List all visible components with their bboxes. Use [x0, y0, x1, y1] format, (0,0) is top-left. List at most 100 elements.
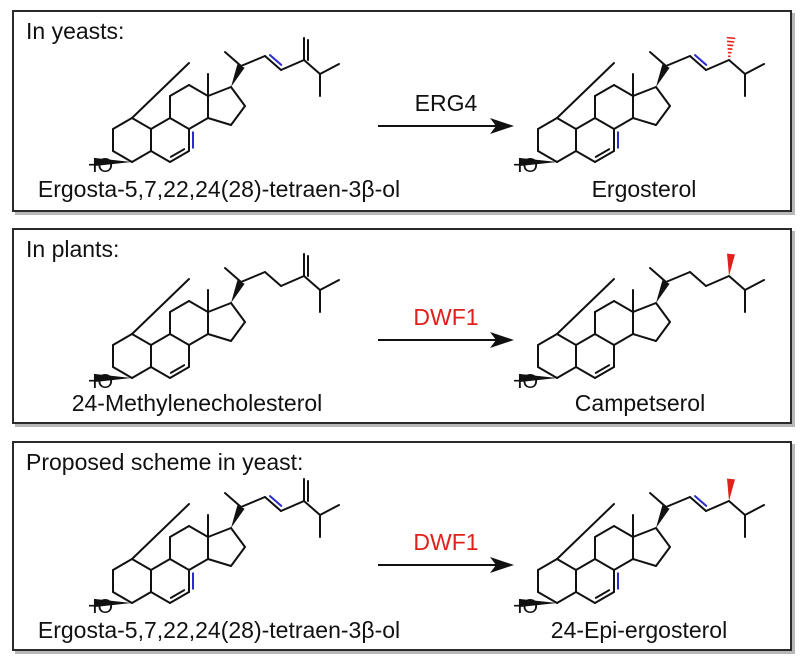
side-chain-wedge	[231, 64, 245, 87]
ring-bond	[188, 117, 209, 130]
ring-bond	[150, 591, 171, 604]
ring-bond	[632, 117, 657, 126]
ring-bond	[112, 333, 133, 346]
ring-bond	[230, 302, 246, 323]
panel-title: In plants:	[26, 236, 120, 262]
ring-bond	[556, 366, 577, 379]
side-chain-bond	[264, 55, 282, 71]
side-chain-wedge	[656, 64, 670, 87]
panel-in-plants: In plants: HO 24-Methylenecholesterol DW…	[12, 228, 792, 424]
ring-bond	[594, 300, 615, 313]
double-bond	[594, 364, 611, 374]
ring-bond	[632, 333, 657, 342]
double-bond	[169, 148, 186, 158]
ring-bond	[230, 321, 246, 342]
enzyme-label: DWF1	[413, 304, 479, 330]
ring-bond	[230, 105, 246, 126]
side-chain-bond	[264, 271, 282, 287]
ring-bond	[632, 527, 657, 538]
ring-bond	[188, 525, 209, 538]
enzyme-label: DWF1	[413, 529, 479, 555]
side-chain-bond	[705, 59, 730, 71]
panel-title: Proposed scheme in yeast:	[26, 449, 304, 475]
ring-bond	[150, 150, 171, 163]
hydroxyl-label: HO	[514, 155, 538, 177]
side-chain-bond	[744, 63, 765, 75]
side-chain-bond	[665, 496, 691, 508]
side-chain-bond	[705, 500, 730, 512]
ring-bond	[613, 300, 634, 313]
ring-bond	[655, 546, 671, 567]
ring-bond	[594, 366, 615, 379]
ring-bond	[632, 86, 657, 97]
ring-bond	[632, 558, 657, 567]
side-chain-bond	[728, 59, 746, 75]
side-chain-bond	[319, 504, 340, 516]
ring-bond	[230, 86, 246, 107]
ring-bond	[537, 591, 558, 604]
ring-bond	[632, 302, 657, 313]
ring-bond	[655, 527, 671, 548]
ring-bond	[537, 150, 558, 163]
ring-bond	[594, 117, 615, 130]
ring-bond	[150, 333, 171, 346]
substrate-name: Ergosta-5,7,22,24(28)-tetraen-3β-ol	[37, 617, 401, 643]
ring-bond	[150, 117, 171, 130]
double-bond	[269, 54, 283, 66]
ring-bond	[112, 558, 133, 571]
ring-bond	[169, 333, 190, 346]
ring-bond	[224, 51, 242, 67]
ring-bond	[207, 86, 232, 97]
side-chain-bond	[319, 63, 340, 75]
ring-bond	[613, 525, 634, 538]
ring-bond	[649, 267, 667, 283]
double-bond	[594, 589, 611, 599]
hydroxyl-label: HO	[89, 155, 113, 177]
ring-bond	[150, 558, 171, 571]
side-chain-bond	[280, 59, 305, 71]
panel-title: In yeasts:	[26, 18, 125, 44]
ring-bond	[230, 527, 246, 548]
ring-bond	[169, 366, 190, 379]
side-chain-bond	[705, 275, 730, 287]
side-chain-bond	[240, 55, 266, 67]
ring-bond	[556, 117, 577, 130]
ring-bond	[207, 117, 232, 126]
side-chain-bond	[303, 500, 321, 516]
ring-bond	[594, 333, 615, 346]
ring-bond	[230, 546, 246, 567]
ring-bond	[131, 558, 152, 571]
ring-bond	[649, 51, 667, 67]
ring-bond	[556, 591, 577, 604]
ring-bond	[188, 84, 209, 97]
side-chain-bond	[303, 275, 321, 291]
side-chain-bond	[728, 275, 746, 291]
product-name: Campetserol	[574, 390, 706, 416]
hydroxyl-wedge	[520, 158, 557, 166]
ring-bond	[575, 150, 596, 163]
side-chain-bond	[689, 55, 707, 71]
side-chain-wedge	[656, 280, 670, 303]
ring-bond	[575, 117, 596, 130]
ring-bond	[575, 366, 596, 379]
hydroxyl-wedge	[95, 158, 132, 166]
enzyme-label: ERG4	[414, 90, 478, 116]
ring-bond	[224, 492, 242, 508]
ring-bond	[169, 525, 190, 538]
double-bond	[269, 495, 283, 507]
ring-bond	[575, 333, 596, 346]
ring-bond	[131, 591, 152, 604]
ring-bond	[594, 558, 615, 571]
ring-bond	[594, 150, 615, 163]
ring-bond	[594, 525, 615, 538]
ring-bond	[131, 366, 152, 379]
ring-bond	[112, 591, 133, 604]
substrate-structure: HO	[89, 253, 340, 393]
ring-bond	[613, 117, 634, 130]
ring-bond	[556, 558, 577, 571]
ring-bond	[131, 278, 190, 335]
ring-bond	[131, 117, 152, 130]
ring-bond	[613, 333, 634, 346]
ring-bond	[575, 558, 596, 571]
double-bond	[169, 589, 186, 599]
